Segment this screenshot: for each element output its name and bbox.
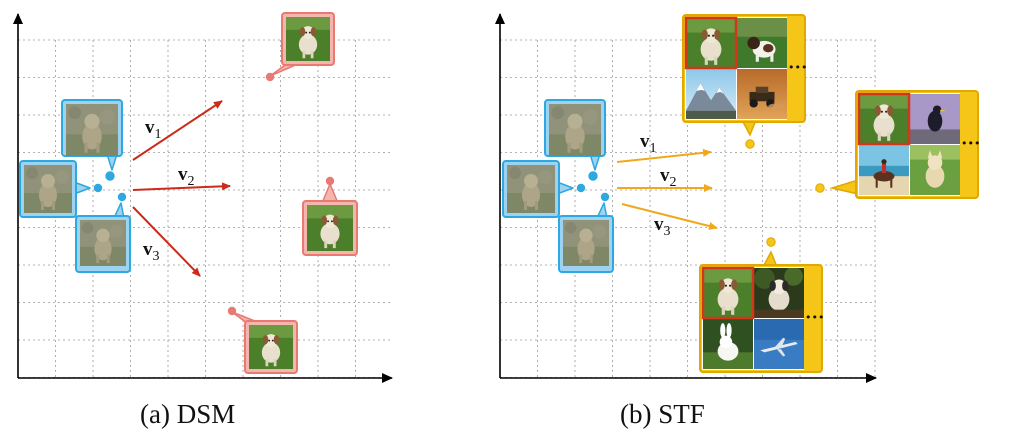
highlight-frame [857, 92, 911, 146]
horse-rider-on-beach-image [859, 145, 909, 195]
dog-sitting-noisy-image [24, 165, 72, 213]
vector-label-2: v2 [660, 165, 677, 190]
source-point [600, 192, 610, 202]
cat-in-grass-image [910, 145, 960, 195]
vector-label-3: v3 [654, 214, 671, 239]
vector-label-3: v3 [143, 239, 160, 264]
source-callout-bottom [75, 202, 131, 273]
vector-label-1: v1 [640, 131, 657, 156]
vector-subscript: 3 [153, 249, 160, 264]
target-point-2 [325, 176, 335, 186]
dog-sitting-noisy-image [549, 104, 601, 156]
vector-subscript: 1 [155, 127, 162, 142]
dog-in-grass-image [703, 268, 753, 318]
highlight-frame [701, 266, 755, 320]
target-point-1 [265, 72, 275, 82]
source-callout-bottom [558, 202, 614, 273]
target-point-3 [766, 237, 776, 247]
vector-symbol: v [660, 165, 670, 186]
bird-on-rock-image [910, 94, 960, 144]
source-point [105, 171, 115, 181]
source-point [576, 183, 586, 193]
source-callout-left [502, 160, 574, 218]
vector-arrow-2 [132, 182, 231, 191]
ellipsis: ••• [788, 61, 807, 74]
callout-pointer [829, 178, 859, 195]
dog-in-grass-image [249, 325, 293, 369]
vector-arrow-1 [616, 148, 712, 163]
source-cluster [502, 99, 614, 273]
target-point-1 [745, 139, 755, 149]
dog-on-field-image [737, 18, 787, 68]
source-point [588, 171, 598, 181]
target-group-2: ••• [829, 90, 980, 199]
source-point [93, 183, 103, 193]
snowy-mountains-image [686, 69, 736, 119]
source-callout-left [19, 160, 91, 218]
caption-stf: (b) STF [620, 399, 705, 429]
dog-in-grass-image [859, 94, 909, 144]
dog-in-grass-image [686, 18, 736, 68]
dog-sitting-noisy-image [563, 220, 609, 266]
dog-in-forest-image [754, 268, 804, 318]
vector-subscript: 2 [670, 175, 677, 190]
vector-symbol: v [178, 164, 188, 185]
vector-arrow-3 [621, 203, 718, 230]
vector-arrow-3 [132, 206, 201, 277]
vector-subscript: 1 [650, 141, 657, 156]
highlight-frame [684, 16, 738, 70]
source-callout-top [61, 99, 123, 171]
target-group-1: ••• [682, 14, 807, 137]
vector-symbol: v [145, 117, 155, 138]
vector-label-2: v2 [178, 164, 195, 189]
ellipsis: ••• [805, 311, 824, 324]
dog-sitting-noisy-image [66, 104, 118, 156]
dog-in-grass-image [286, 17, 330, 61]
vector-symbol: v [654, 214, 664, 235]
source-callout-top [544, 99, 606, 171]
target-callout-3 [231, 311, 298, 374]
airplane-in-sky-image [754, 319, 804, 369]
dog-in-grass-image [307, 205, 353, 251]
target-point-3 [227, 306, 237, 316]
dog-sitting-noisy-image [80, 220, 126, 266]
vector-label-1: v1 [145, 117, 162, 142]
target-callout-1 [269, 12, 335, 77]
target-callout-2 [302, 183, 358, 256]
dog-sitting-noisy-image [507, 165, 555, 213]
rabbit-in-grass-image [703, 319, 753, 369]
ellipsis: ••• [961, 137, 980, 150]
vehicle-on-sand-image [737, 69, 787, 119]
vector-arrow-1 [132, 100, 223, 161]
source-cluster [19, 99, 131, 273]
vector-symbol: v [640, 131, 650, 152]
target-group-3: ••• [699, 250, 824, 373]
source-point [117, 192, 127, 202]
vector-subscript: 2 [188, 174, 195, 189]
vector-subscript: 3 [664, 224, 671, 239]
vector-symbol: v [143, 239, 153, 260]
caption-dsm: (a) DSM [140, 399, 235, 429]
target-point-2 [815, 183, 825, 193]
